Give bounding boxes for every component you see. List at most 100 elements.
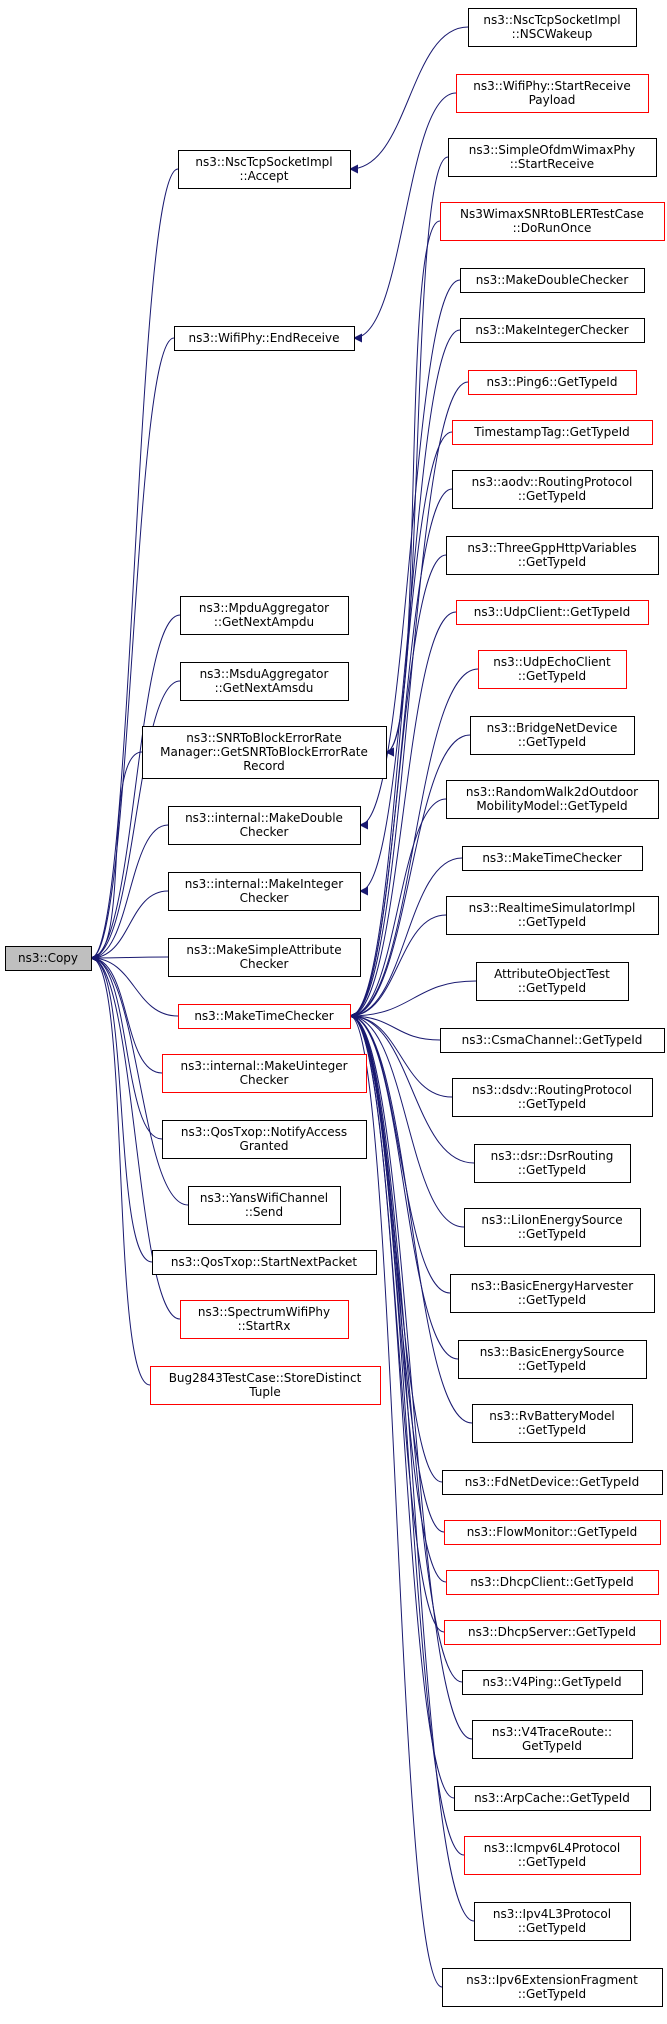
node-label: ns3::Ipv6ExtensionFragment: [466, 1973, 638, 1987]
node-makedouble[interactable]: ns3::MakeDoubleChecker: [460, 268, 645, 293]
node-label: ns3::BasicEnergyHarvester: [471, 1279, 633, 1293]
edge-msdu-to-copy: [90, 680, 181, 963]
node-label: ns3::BasicEnergySource: [480, 1345, 625, 1359]
node-label: ns3::internal::MakeUinteger: [180, 1059, 347, 1073]
node-nsc_wakeup[interactable]: ns3::NscTcpSocketImpl::NSCWakeup: [468, 8, 637, 47]
node-wifiphy_endreceive[interactable]: ns3::WifiPhy::EndReceive: [174, 326, 355, 351]
node-randomwalk[interactable]: ns3::RandomWalk2dOutdoorMobilityModel::G…: [446, 780, 659, 819]
node-liion[interactable]: ns3::LiIonEnergySource::GetTypeId: [464, 1208, 641, 1247]
edge-maketime2-to-maketime: [349, 857, 463, 1021]
node-label: ns3::QosTxop::NotifyAccess: [181, 1125, 347, 1139]
node-box: [440, 202, 665, 241]
node-label: Checker: [240, 957, 289, 971]
node-label: Granted: [240, 1139, 289, 1153]
node-box: [180, 596, 349, 635]
node-label: ns3::CsmaChannel::GetTypeId: [462, 1033, 643, 1047]
node-ipv6ext[interactable]: ns3::Ipv6ExtensionFragment::GetTypeId: [442, 1968, 663, 2007]
node-nsc_accept[interactable]: ns3::NscTcpSocketImpl::Accept: [178, 150, 351, 189]
edge-int_integer-to-copy: [90, 890, 169, 963]
node-label: ::GetTypeId: [518, 1855, 586, 1869]
node-label: ::GetTypeId: [518, 735, 586, 749]
node-label: MobilityModel::GetTypeId: [476, 799, 627, 813]
node-fdnet[interactable]: ns3::FdNetDevice::GetTypeId: [442, 1470, 663, 1495]
node-label: ns3::UdpEchoClient: [493, 655, 611, 669]
node-timestamptag[interactable]: TimestampTag::GetTypeId: [452, 420, 653, 445]
node-label: ns3::BridgeNetDevice: [487, 721, 618, 735]
edge-realtime-to-maketime: [349, 914, 447, 1021]
node-makeinteger[interactable]: ns3::MakeIntegerChecker: [460, 318, 645, 343]
node-simpleofdm[interactable]: ns3::SimpleOfdmWimaxPhy::StartReceive: [448, 138, 657, 177]
node-bridge[interactable]: ns3::BridgeNetDevice::GetTypeId: [470, 716, 635, 755]
node-dhcpclient[interactable]: ns3::DhcpClient::GetTypeId: [446, 1570, 659, 1595]
node-label: ns3::aodv::RoutingProtocol: [472, 475, 633, 489]
node-maketime2[interactable]: ns3::MakeTimeChecker: [462, 846, 643, 871]
node-label: ::DoRunOnce: [513, 221, 592, 235]
node-box: [448, 138, 657, 177]
node-maketime[interactable]: ns3::MakeTimeChecker: [178, 1004, 351, 1029]
node-v4ping[interactable]: ns3::V4Ping::GetTypeId: [462, 1670, 643, 1695]
node-snr[interactable]: ns3::SNRToBlockErrorRateManager::GetSNRT…: [142, 726, 387, 779]
node-copy[interactable]: ns3::Copy: [5, 946, 92, 971]
node-label: ::GetTypeId: [518, 1097, 586, 1111]
node-ping6[interactable]: ns3::Ping6::GetTypeId: [468, 370, 637, 395]
node-csma[interactable]: ns3::CsmaChannel::GetTypeId: [440, 1028, 665, 1053]
nodes-layer: ns3::Copyns3::NscTcpSocketImpl::Acceptns…: [5, 8, 665, 2007]
node-msdu[interactable]: ns3::MsduAggregator::GetNextAmsdu: [180, 662, 349, 701]
node-wimaxsnr[interactable]: Ns3WimaxSNRtoBLERTestCase::DoRunOnce: [440, 202, 665, 241]
node-rvbattery[interactable]: ns3::RvBatteryModel::GetTypeId: [472, 1404, 633, 1443]
node-box: [174, 326, 355, 351]
node-mpdu[interactable]: ns3::MpduAggregator::GetNextAmpdu: [180, 596, 349, 635]
node-realtime[interactable]: ns3::RealtimeSimulatorImpl::GetTypeId: [446, 896, 659, 935]
edge-rvbattery-to-maketime: [349, 1011, 473, 1424]
node-label: Checker: [240, 825, 289, 839]
node-attrobj[interactable]: AttributeObjectTest::GetTypeId: [476, 962, 629, 1001]
node-label: ::GetTypeId: [518, 981, 586, 995]
node-label: ns3::YansWifiChannel: [200, 1191, 328, 1205]
edge-wifiphy_payload-to-wifiphy_endreceive: [353, 92, 457, 343]
node-box: [468, 8, 637, 47]
node-dsr[interactable]: ns3::dsr::DsrRouting::GetTypeId: [474, 1144, 631, 1183]
node-box: [440, 1028, 665, 1053]
node-dhcpserver[interactable]: ns3::DhcpServer::GetTypeId: [444, 1620, 661, 1645]
node-arpcache[interactable]: ns3::ArpCache::GetTypeId: [454, 1786, 651, 1811]
edge-simple_attr-to-copy: [90, 953, 169, 963]
edge-attrobj-to-maketime: [349, 980, 477, 1021]
node-yans_send[interactable]: ns3::YansWifiChannel::Send: [188, 1186, 341, 1225]
node-spectrum_startrx[interactable]: ns3::SpectrumWifiPhy::StartRx: [180, 1300, 349, 1339]
node-box: [476, 962, 629, 1001]
node-label: ns3::MakeTimeChecker: [482, 851, 621, 865]
node-udpclient[interactable]: ns3::UdpClient::GetTypeId: [456, 600, 649, 625]
node-box: [478, 650, 627, 689]
node-basicharv[interactable]: ns3::BasicEnergyHarvester::GetTypeId: [450, 1274, 655, 1313]
node-label: ::GetTypeId: [518, 489, 586, 503]
node-v4trace[interactable]: ns3::V4TraceRoute::GetTypeId: [472, 1720, 633, 1759]
node-box: [442, 1470, 663, 1495]
node-basicsrc[interactable]: ns3::BasicEnergySource::GetTypeId: [458, 1340, 647, 1379]
node-threegpp[interactable]: ns3::ThreeGppHttpVariables::GetTypeId: [446, 536, 659, 575]
node-dsdv[interactable]: ns3::dsdv::RoutingProtocol::GetTypeId: [452, 1078, 653, 1117]
node-flowmon[interactable]: ns3::FlowMonitor::GetTypeId: [444, 1520, 661, 1545]
edge-basicsrc-to-maketime: [349, 1011, 459, 1360]
node-label: ns3::WifiPhy::EndReceive: [188, 331, 339, 345]
node-box: [180, 662, 349, 701]
node-label: ns3::V4TraceRoute::: [492, 1725, 612, 1739]
node-qos_start[interactable]: ns3::QosTxop::StartNextPacket: [152, 1250, 377, 1275]
node-label: ::GetTypeId: [518, 1423, 586, 1437]
node-icmpv6[interactable]: ns3::Icmpv6L4Protocol::GetTypeId: [464, 1836, 641, 1875]
node-ipv4l3[interactable]: ns3::Ipv4L3Protocol::GetTypeId: [474, 1902, 631, 1941]
node-label: ::StartRx: [238, 1319, 291, 1333]
node-label: Checker: [240, 891, 289, 905]
node-udpecho[interactable]: ns3::UdpEchoClient::GetTypeId: [478, 650, 627, 689]
node-label: ns3::SpectrumWifiPhy: [198, 1305, 330, 1319]
node-label: ns3::internal::MakeInteger: [185, 877, 344, 891]
node-label: Record: [243, 759, 284, 773]
node-int_double[interactable]: ns3::internal::MakeDoubleChecker: [168, 806, 361, 845]
node-aodv[interactable]: ns3::aodv::RoutingProtocol::GetTypeId: [452, 470, 653, 509]
node-int_integer[interactable]: ns3::internal::MakeIntegerChecker: [168, 872, 361, 911]
